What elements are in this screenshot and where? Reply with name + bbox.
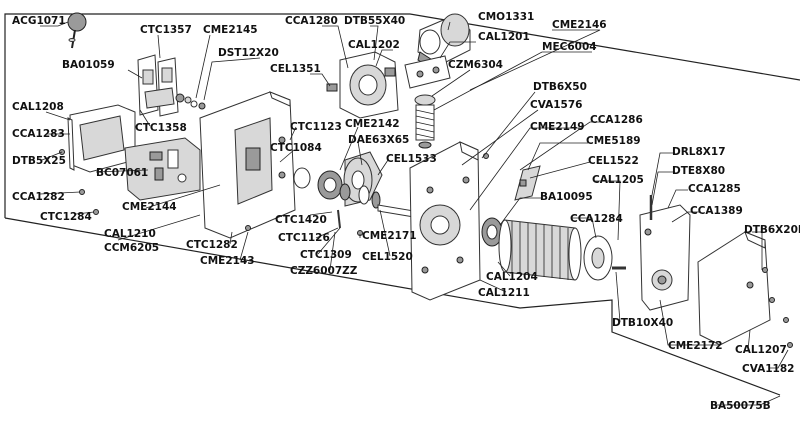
part-labels: ACG1071 CTC1357 CME2145 CCA1280 DTB55X40…	[12, 11, 800, 412]
label-cme2149: CME2149	[530, 121, 585, 133]
gearbox-housing-part	[409, 141, 481, 301]
label-ctc1420: CTC1420	[275, 214, 327, 226]
label-cca1285: CCA1285	[688, 183, 741, 195]
bracket-assembly-part	[137, 54, 206, 117]
knob-part	[67, 12, 87, 49]
label-cal1207: CAL1207	[735, 344, 787, 356]
right-bracket-part	[639, 204, 691, 311]
label-cva1576: CVA1576	[530, 99, 582, 111]
label-ctc1357: CTC1357	[140, 24, 192, 36]
label-cal1204: CAL1204	[486, 271, 538, 283]
label-cca1282: CCA1282	[12, 191, 65, 203]
label-cca1389: CCA1389	[690, 205, 743, 217]
label-cme2145: CME2145	[203, 24, 258, 36]
label-cal1211: CAL1211	[478, 287, 530, 299]
diagram-frame	[4, 13, 800, 396]
label-cca1286: CCA1286	[590, 114, 643, 126]
small-block-part	[326, 83, 338, 92]
label-ctc1084: CTC1084	[270, 142, 322, 154]
label-cva1182: CVA1182	[742, 363, 794, 375]
label-cal1208: CAL1208	[12, 101, 64, 113]
label-cme2172: CME2172	[668, 340, 723, 352]
leader-lines	[39, 21, 789, 406]
label-cal1202: CAL1202	[348, 39, 400, 51]
label-dtb55x40: DTB55X40	[344, 15, 405, 27]
clip-part	[519, 179, 527, 187]
label-cel1351: CEL1351	[270, 63, 321, 75]
label-dtb5x25: DTB5X25	[12, 155, 66, 167]
label-cel1533: CEL1533	[386, 153, 437, 165]
gear-stack-part	[293, 151, 383, 209]
label-ccm6205: CCM6205	[104, 242, 159, 254]
label-czz6007zz: CZZ6007ZZ	[290, 265, 358, 277]
label-cal1205: CAL1205	[592, 174, 644, 186]
label-ctc1284: CTC1284	[40, 211, 92, 223]
label-dae63x65: DAE63X65	[348, 134, 409, 146]
label-cme2144: CME2144	[122, 201, 177, 213]
label-ctc1309: CTC1309	[300, 249, 352, 261]
label-cca1283: CCA1283	[12, 128, 65, 140]
label-drl8x17: DRL8X17	[672, 146, 726, 158]
label-czm6304: CZM6304	[448, 59, 503, 71]
worm-shaft-part	[414, 94, 436, 149]
label-ba10095: BA10095	[540, 191, 593, 203]
motor-housing-part	[339, 51, 399, 119]
label-cel1522: CEL1522	[588, 155, 639, 167]
left-cover-part	[67, 104, 136, 173]
label-mec6004: MEC6004	[542, 41, 597, 53]
coil-drum-part	[481, 217, 582, 281]
label-cal1201: CAL1201	[478, 31, 530, 43]
label-dtb6x20i: DTB6X20I	[744, 224, 800, 236]
right-cover-part	[697, 231, 771, 346]
label-ba01059: BA01059	[62, 59, 115, 71]
label-cal1210: CAL1210	[104, 228, 156, 240]
label-dte8x80: DTE8X80	[672, 165, 725, 177]
shaft-part	[337, 204, 421, 229]
label-ctc1126: CTC1126	[278, 232, 330, 244]
label-bc07061: BC07061	[96, 167, 148, 179]
motor-bracket-part	[404, 55, 451, 89]
label-cel1520: CEL1520	[362, 251, 413, 263]
label-cme5189: CME5189	[586, 135, 641, 147]
label-cca1284: CCA1284	[570, 213, 623, 225]
label-ctc1358: CTC1358	[135, 122, 187, 134]
label-ctc1282: CTC1282	[186, 239, 238, 251]
label-cme2142: CME2142	[345, 118, 400, 130]
strip-part	[514, 165, 541, 201]
label-dtb6x50: DTB6X50	[533, 81, 587, 93]
label-ba50075b: BA50075B	[710, 400, 771, 412]
label-cmo1331: CMO1331	[478, 11, 534, 23]
label-dst12x20: DST12X20	[218, 47, 279, 59]
label-acg1071: ACG1071	[12, 15, 66, 27]
main-housing-part	[199, 91, 296, 239]
label-dtb10x40: DTB10X40	[612, 317, 673, 329]
circuit-board-part	[124, 137, 201, 201]
label-cca1280: CCA1280	[285, 15, 338, 27]
label-ctc1123: CTC1123	[290, 121, 342, 133]
pulley-part	[583, 235, 613, 281]
label-cme2146: CME2146	[552, 19, 607, 31]
label-cme2171: CME2171	[362, 230, 417, 242]
label-cme2143: CME2143	[200, 255, 255, 267]
